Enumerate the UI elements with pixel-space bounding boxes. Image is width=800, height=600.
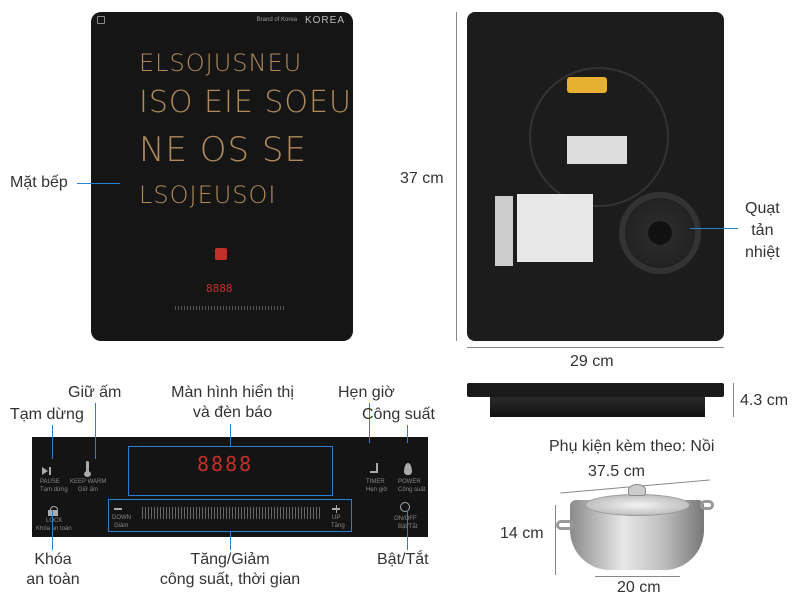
decorative-text: NE OS SE (139, 130, 307, 170)
pot-handle-right (700, 500, 714, 510)
slider-strip (175, 306, 285, 310)
down-button-vi: Giảm (114, 523, 129, 529)
decorative-text: ELSOJUSNEU (139, 49, 303, 77)
minus-icon (114, 508, 122, 510)
callout-line (407, 425, 408, 443)
height-label: 37 cm (400, 170, 444, 187)
control-panel: PAUSE Tạm dừng KEEP WARM Giữ ấm 8888 TIM… (32, 437, 428, 537)
spec-sticker (517, 194, 593, 262)
timer-icon (370, 463, 378, 473)
callout-line (369, 403, 370, 443)
adjust-callout: Tăng/Giảm công suất, thời gian (145, 550, 315, 590)
sticker (567, 77, 607, 93)
lock-button-vi: Khóa an toàn (36, 526, 72, 532)
callout-line (690, 228, 738, 229)
power-button[interactable]: POWER (398, 479, 421, 485)
fan-label: Quạt tản nhiệt (745, 198, 780, 264)
brand-prefix: Brand of Korea (256, 17, 297, 23)
callout-line (77, 183, 120, 184)
display-callout-line: và đèn báo (192, 404, 273, 421)
callout-line (95, 403, 96, 459)
slider-highlight-box (108, 499, 352, 532)
power-button-vi: Công suất (398, 487, 426, 493)
pause-icon (42, 467, 48, 475)
led-display: 8888 (197, 452, 254, 476)
display-callout-line: Màn hình hiển thị (171, 384, 294, 401)
power-slider[interactable] (142, 507, 322, 519)
pot-handle-left (556, 520, 574, 530)
fan-label-line: nhiệt (745, 244, 780, 261)
display-highlight-box (128, 446, 333, 496)
lid-knob (628, 484, 646, 496)
thickness-dimension-line (733, 383, 734, 417)
pot-height-dimension-line (555, 505, 556, 575)
brand-emblem (215, 248, 227, 260)
thermometer-icon (86, 461, 89, 473)
power-callout: Công suất (362, 406, 435, 423)
cooktop-top-view: Brand of Korea KOREA ELSOJUSNEU ISO EIE … (91, 12, 353, 341)
timer-button[interactable]: TIMER (366, 479, 385, 485)
callout-line (230, 532, 231, 550)
pot-height-label: 14 cm (500, 525, 544, 542)
brand-logo: KOREA (304, 15, 345, 26)
timer-callout: Hẹn giờ (338, 384, 395, 401)
cooktop-bottom-view (467, 12, 724, 341)
coil-outline (529, 67, 669, 207)
fan-label-line: Quạt (745, 200, 780, 217)
side-view (467, 383, 724, 397)
top-surface-label: Mặt bếp (10, 174, 68, 191)
callout-line (52, 510, 53, 550)
lock-callout: Khóa an toàn (22, 550, 84, 590)
pause-button[interactable]: PAUSE (40, 479, 60, 485)
decorative-text: LSOJEUSOI (139, 181, 277, 209)
display-callout: Màn hình hiển thị và đèn báo (160, 383, 305, 423)
thickness-label: 4.3 cm (740, 392, 789, 409)
side-view-base (490, 397, 705, 417)
adjust-callout-line: công suất, thời gian (159, 571, 301, 588)
plus-icon-vertical (335, 504, 337, 513)
flame-icon (404, 463, 412, 475)
display-readout: 8888 (206, 282, 233, 295)
fan-label-line: tản (751, 222, 774, 239)
pot-diameter-label: 37.5 cm (588, 463, 645, 480)
lock-button[interactable]: LOCK (46, 518, 63, 524)
on-off-callout: Bật/Tắt (377, 551, 429, 568)
lock-callout-line: an toàn (26, 571, 80, 588)
adjust-callout-line: Tăng/Giảm (190, 551, 270, 568)
lock-icon (48, 510, 58, 516)
pause-button-vi: Tạm dừng (40, 487, 68, 493)
pot-glass-lid (585, 494, 690, 516)
certification-stickers (495, 196, 513, 266)
up-button-vi: Tăng (331, 523, 345, 529)
power-icon (400, 502, 410, 512)
keep-warm-callout: Giữ ấm (68, 384, 122, 401)
base-dimension-line (595, 576, 680, 577)
warning-icon (97, 16, 105, 24)
accessory-title: Phụ kiện kèm theo: Nồi (549, 438, 715, 455)
decorative-text: ISO EIE SOEU (139, 85, 352, 120)
keep-warm-button[interactable]: KEEP WARM (70, 479, 107, 485)
width-dimension-line (467, 347, 724, 348)
label-sticker (567, 136, 627, 164)
width-label: 29 cm (570, 353, 614, 370)
pause-callout: Tạm dừng (10, 406, 84, 423)
height-dimension-line (456, 12, 457, 341)
thermometer-bulb (84, 471, 91, 477)
pot-base-label: 20 cm (617, 579, 661, 596)
timer-button-vi: Hẹn giờ (366, 487, 388, 493)
fan-grille (619, 192, 701, 274)
lock-icon-shackle (50, 506, 58, 511)
pause-icon-bar (49, 467, 51, 475)
lock-callout-line: Khóa (34, 551, 72, 568)
callout-line (230, 424, 231, 446)
callout-line (52, 425, 53, 459)
keep-warm-button-vi: Giữ ấm (78, 487, 99, 493)
callout-line (407, 510, 408, 550)
up-button[interactable]: UP (332, 515, 341, 521)
on-off-button[interactable]: ON/OFF (394, 516, 417, 522)
down-button[interactable]: DOWN (112, 515, 131, 521)
